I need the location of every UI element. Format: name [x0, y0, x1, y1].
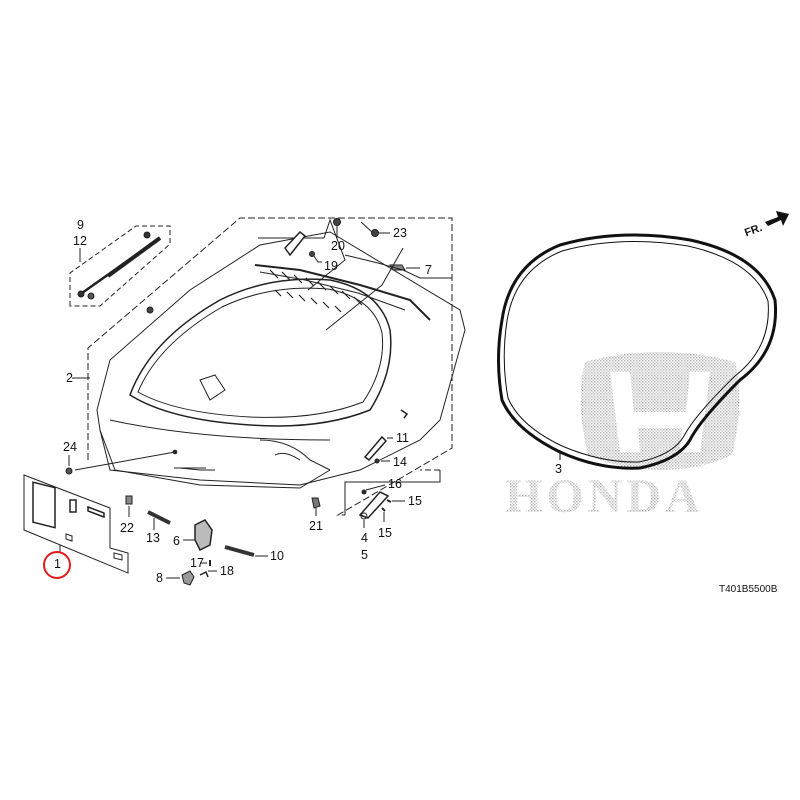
tailgate-latch-parts — [147, 510, 268, 586]
side-hardware — [311, 409, 441, 528]
front-direction-arrow-icon — [765, 211, 789, 226]
callout-15-lower[interactable]: 15 — [378, 526, 392, 540]
callout-22[interactable]: 22 — [120, 521, 134, 535]
callout-19[interactable]: 19 — [324, 259, 338, 273]
callout-12[interactable]: 12 — [73, 234, 87, 248]
highlight-circle — [43, 551, 71, 579]
callout-2[interactable]: 2 — [66, 371, 73, 385]
callout-18[interactable]: 18 — [220, 564, 234, 578]
callout-13[interactable]: 13 — [146, 531, 160, 545]
callout-17[interactable]: 17 — [190, 556, 204, 570]
callout-9[interactable]: 9 — [77, 218, 84, 232]
callout-11[interactable]: 11 — [396, 431, 409, 445]
callout-4[interactable]: 4 — [361, 531, 368, 545]
callout-6[interactable]: 6 — [173, 534, 180, 548]
callout-7[interactable]: 7 — [425, 263, 432, 277]
callout-24[interactable]: 24 — [63, 440, 77, 454]
catalog-code: T401B5500B — [719, 584, 778, 595]
callout-16[interactable]: 16 — [388, 477, 402, 491]
callout-3[interactable]: 3 — [555, 462, 562, 476]
callout-5[interactable]: 5 — [361, 548, 368, 562]
callout-8[interactable]: 8 — [156, 571, 163, 585]
hinge-hardware — [258, 218, 452, 331]
tailgate-panel — [72, 217, 466, 516]
callout-20[interactable]: 20 — [331, 239, 345, 253]
callout-14[interactable]: 14 — [393, 455, 407, 469]
gas-strut-assembly — [69, 225, 171, 314]
callout-21[interactable]: 21 — [309, 519, 323, 533]
weatherstrip-seal — [497, 233, 778, 470]
license-plate-garnish — [23, 455, 133, 574]
svg-text:HONDA: HONDA — [505, 470, 704, 523]
callout-23[interactable]: 23 — [393, 226, 407, 240]
callout-15-upper[interactable]: 15 — [408, 494, 422, 508]
honda-watermark-logo: HONDA — [505, 352, 740, 523]
callout-10[interactable]: 10 — [270, 549, 284, 563]
callout-1[interactable]: 1 — [54, 557, 61, 571]
